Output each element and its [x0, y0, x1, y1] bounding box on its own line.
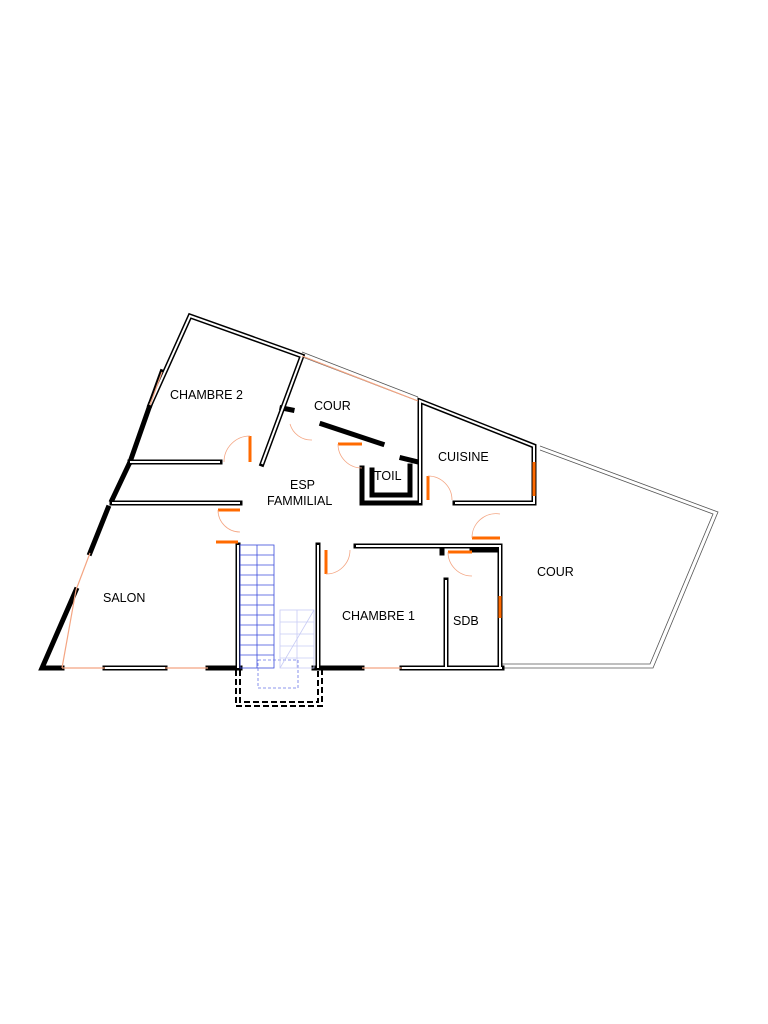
- doors: [216, 423, 536, 618]
- walls-inner: [105, 314, 535, 669]
- room-labels: CHAMBRE 2 COUR CUISINE TOIL ESP FAMMILIA…: [103, 388, 574, 628]
- label-salon: SALON: [103, 591, 145, 605]
- stair-treads: [240, 554, 274, 656]
- label-cour-right: COUR: [537, 565, 574, 579]
- label-cuisine: CUISINE: [438, 450, 489, 464]
- label-esp-line1: ESP: [290, 478, 315, 492]
- label-cour-top: COUR: [314, 399, 351, 413]
- label-esp-line2: FAMMILIAL: [267, 494, 332, 508]
- label-chambre-1: CHAMBRE 1: [342, 609, 415, 623]
- windows: [61, 355, 419, 669]
- label-chambre-2: CHAMBRE 2: [170, 388, 243, 402]
- label-sdb: SDB: [453, 614, 479, 628]
- staircase: [239, 544, 315, 689]
- stair-upper-flight: [279, 609, 315, 669]
- label-toil: TOIL: [374, 469, 402, 483]
- entrance-porch: [235, 670, 323, 707]
